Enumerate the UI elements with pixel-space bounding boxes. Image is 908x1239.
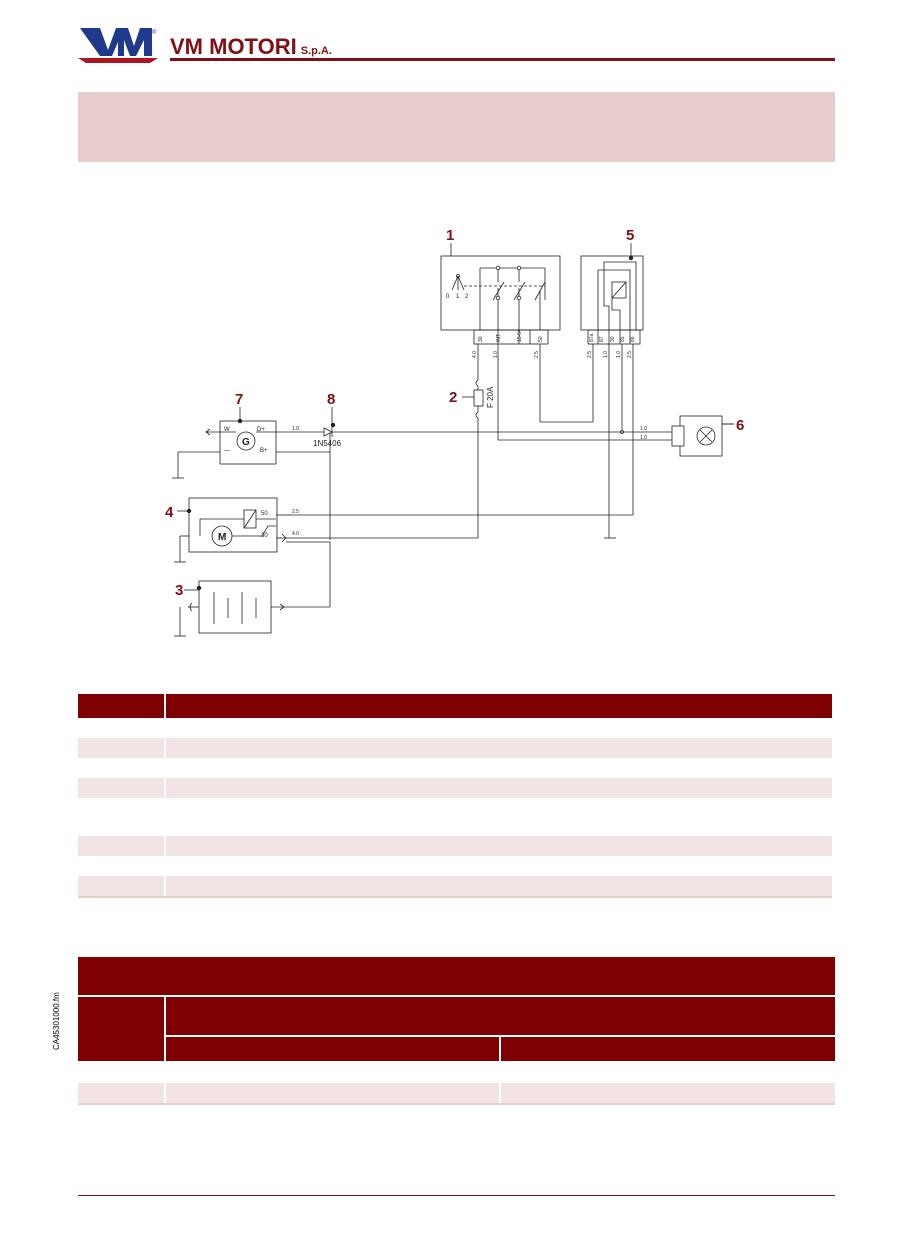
header-rule xyxy=(170,58,835,61)
legend-header-row xyxy=(78,694,832,718)
spec-title-row xyxy=(78,957,835,997)
spec-col-a xyxy=(165,1036,501,1061)
relay-term-87a: 87a xyxy=(589,333,595,342)
gauge-alt-d: 1.0 xyxy=(292,426,299,432)
legend-header-ref xyxy=(78,694,166,718)
starter-30: 30 xyxy=(261,533,268,539)
spec-title-cell xyxy=(78,957,835,997)
switch-pos-0: 0 xyxy=(446,294,450,300)
title-band xyxy=(78,92,835,162)
svg-text:®: ® xyxy=(152,29,157,36)
alternator-labels: G W D+ — B+ xyxy=(224,427,268,454)
alternator-dplus: D+ xyxy=(257,427,265,433)
legend-table xyxy=(78,694,832,898)
gauge-relay-85: 1.0 xyxy=(603,351,609,358)
vm-logo-icon: ® xyxy=(78,26,158,64)
gauge-lamp-bottom: 1.0 xyxy=(640,435,647,441)
wiring-diagram: 0 1 2 30 INT 15-54 50 87a 87 30 85 86 xyxy=(165,227,744,637)
table-row xyxy=(78,836,832,856)
switch-term-30: 30 xyxy=(478,336,484,342)
spec-col-row xyxy=(78,1036,835,1061)
spec-spacer xyxy=(78,1061,835,1083)
table-row xyxy=(78,778,832,798)
table-row xyxy=(78,856,832,876)
relay-term-87: 87 xyxy=(599,336,605,342)
ignition-switch xyxy=(440,255,561,345)
fuse xyxy=(473,389,484,407)
callout-4: 4 xyxy=(165,504,174,521)
wire-gauge-labels: 4.0 1.0 2.5 2.5 1.0 1.0 2.5 1.0 1.0 1.0 … xyxy=(292,351,647,537)
callout-6: 6 xyxy=(736,417,744,434)
table-row xyxy=(78,758,832,778)
callout-1: 1 xyxy=(446,227,454,244)
callouts: 1 2 3 4 5 6 7 8 xyxy=(165,227,744,599)
switch-pos-2: 2 xyxy=(465,294,469,300)
relay-term-85: 85 xyxy=(620,336,626,342)
callout-leaders xyxy=(177,243,734,591)
diode-label: 1N5406 xyxy=(313,439,342,448)
spec-group-cell xyxy=(165,996,835,1037)
document-code: CA45301000.fm xyxy=(52,990,66,1050)
callout-8: 8 xyxy=(327,391,335,408)
alternator-minus: — xyxy=(224,448,230,454)
switch-term-1554: 15-54 xyxy=(517,329,523,342)
spec-col-b xyxy=(500,1036,835,1061)
diode xyxy=(323,422,336,437)
ignition-switch-positions: 0 1 2 xyxy=(446,294,469,300)
spec-subheader-row xyxy=(78,996,835,1061)
callout-7: 7 xyxy=(235,391,243,408)
alternator-w: W xyxy=(224,427,230,433)
legend-header-desc xyxy=(165,694,832,718)
document-code-text: CA45301000.fm xyxy=(52,992,61,1050)
spec-ref-cell xyxy=(78,996,166,1061)
switch-pos-1: 1 xyxy=(456,294,460,300)
gauge-starter-50: 2.5 xyxy=(292,509,299,515)
table-row xyxy=(78,798,832,836)
relay-terminals: 87a 87 30 85 86 xyxy=(589,333,636,342)
table-row xyxy=(78,1083,835,1105)
relay-term-30: 30 xyxy=(610,336,616,342)
alternator-symbol: G xyxy=(242,437,250,448)
callout-3: 3 xyxy=(175,582,183,599)
switch-term-int: INT xyxy=(496,334,502,342)
footer-rule xyxy=(78,1195,835,1196)
brand-name-text: VM MOTORI xyxy=(170,34,297,59)
gauge-switch-int: 1.0 xyxy=(493,351,499,358)
gauge-relay-87a: 2.5 xyxy=(587,351,593,358)
relay-term-86: 86 xyxy=(630,336,636,342)
battery xyxy=(174,541,331,637)
gauge-switch-30: 4.0 xyxy=(472,351,478,358)
table-row xyxy=(78,738,832,758)
gauge-switch-1554: 2.5 xyxy=(534,351,540,358)
callout-5: 5 xyxy=(626,227,634,244)
table-row xyxy=(78,876,832,898)
gauge-starter-30: 4.0 xyxy=(292,531,299,537)
gauge-relay-30: 2.5 xyxy=(627,351,633,358)
warning-lamp xyxy=(671,415,734,457)
legend-spacer xyxy=(78,718,832,738)
alternator-bplus: B+ xyxy=(260,448,268,454)
wires xyxy=(290,344,672,539)
gauge-lamp-top: 1.0 xyxy=(640,426,647,432)
spec-table xyxy=(78,957,835,1105)
brand-suffix: S.p.A. xyxy=(300,45,332,57)
alternator xyxy=(172,418,331,540)
switch-term-50: 50 xyxy=(538,336,544,342)
starter-symbol: M xyxy=(218,532,226,543)
gauge-relay-86: 1.0 xyxy=(616,351,622,358)
starter-50: 50 xyxy=(261,511,268,517)
callout-2: 2 xyxy=(449,389,457,406)
starter-labels: M 50 30 xyxy=(218,511,268,543)
ignition-switch-terminals: 30 INT 15-54 50 xyxy=(478,329,544,342)
fuse-label: F 20A xyxy=(486,386,495,408)
starter-motor xyxy=(174,497,292,563)
relay xyxy=(580,255,644,345)
